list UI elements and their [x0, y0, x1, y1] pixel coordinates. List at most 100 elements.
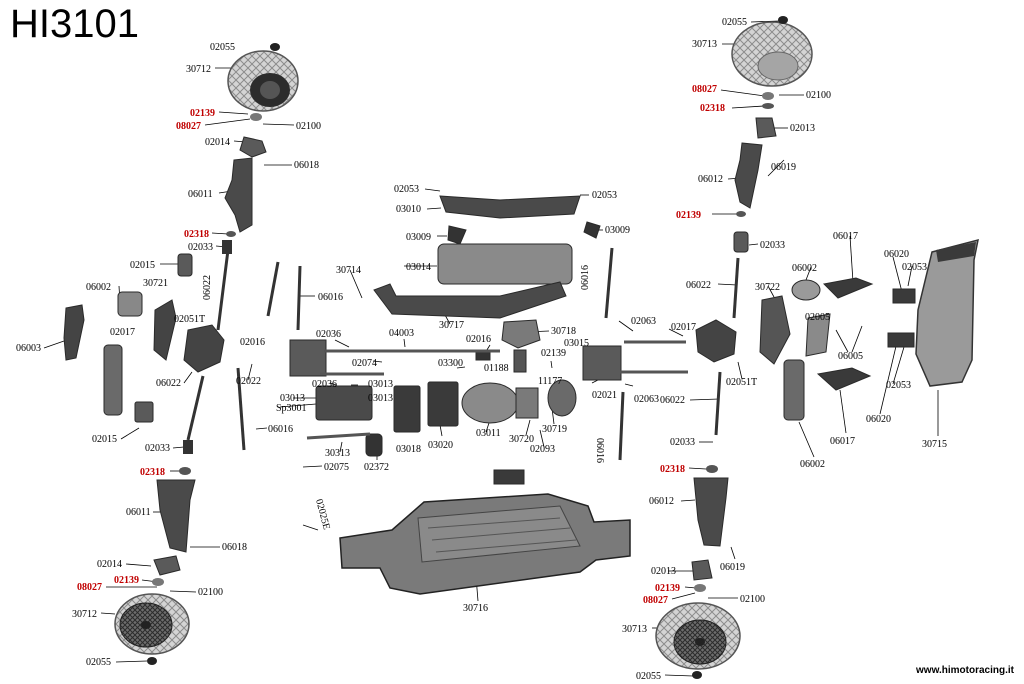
part-label: 02021 [592, 390, 617, 401]
part-label: 30717 [439, 320, 464, 331]
part-label: 02005 [805, 312, 830, 323]
left-drive-shafts [186, 249, 230, 441]
part-label: 06018 [294, 160, 319, 171]
part-label: 02015 [130, 260, 155, 271]
part-label: 06022 [156, 378, 181, 389]
part-label: 06022 [660, 395, 685, 406]
part-label: 06016 [268, 424, 293, 435]
part-label: 02139 [676, 210, 701, 221]
part-label: 02051T [174, 314, 205, 325]
part-label: 02033 [145, 443, 170, 454]
right-suspension [691, 117, 916, 581]
part-label: 30721 [143, 278, 168, 289]
part-label: 02055 [86, 657, 111, 668]
part-label: 02139 [655, 583, 680, 594]
part-label: 03018 [396, 444, 421, 455]
rear-wing-30715 [915, 238, 979, 387]
part-label: 02055 [636, 671, 661, 682]
model-title: HI3101 [10, 2, 139, 46]
part-label: 30712 [186, 64, 211, 75]
part-label: 03300 [438, 358, 463, 369]
part-label: 03010 [396, 204, 421, 215]
left-suspension [63, 136, 267, 576]
part-label: 06017 [833, 231, 858, 242]
part-label: 06002 [792, 263, 817, 274]
part-label: 02016 [240, 337, 265, 348]
wheel-bottom-right-30713 [655, 602, 741, 670]
part-label: 02017 [671, 322, 696, 333]
part-label: 02100 [806, 90, 831, 101]
part-labels: 02055 30712 02139 08027 02100 02014 0601… [16, 17, 947, 682]
leader-lines [43, 20, 939, 677]
part-label: 02015 [92, 434, 117, 445]
part-label: 06020 [884, 249, 909, 260]
part-label: 02053 [902, 262, 927, 273]
wheel-top-left-30712 [227, 50, 299, 112]
part-label: 30713 [622, 624, 647, 635]
part-label: 02022 [236, 376, 261, 387]
part-label: 06022 [686, 280, 711, 291]
part-label: 06005 [838, 351, 863, 362]
part-label: 06011 [126, 507, 151, 518]
part-label: 06016 [580, 265, 591, 290]
part-label: 06017 [830, 436, 855, 447]
part-label: 02014 [205, 137, 230, 148]
part-label: 08027 [643, 595, 668, 606]
part-label: 03020 [428, 440, 453, 451]
part-label: 06011 [188, 189, 213, 200]
part-label: 03009 [605, 225, 630, 236]
part-label: 02139 [190, 108, 215, 119]
part-label: 02036 [312, 379, 337, 390]
part-label: 02318 [660, 464, 685, 475]
part-label: 01188 [484, 363, 509, 374]
part-label: 02100 [740, 594, 765, 605]
wheel-nuts [147, 16, 788, 679]
part-label: 02100 [198, 587, 223, 598]
part-label: 06018 [222, 542, 247, 553]
part-label: Sp3001 [276, 403, 307, 414]
part-label: 08027 [692, 84, 717, 95]
part-label: 02139 [541, 348, 566, 359]
part-label: 02033 [670, 437, 695, 448]
center-shafts [306, 340, 688, 440]
part-label: 08027 [77, 582, 102, 593]
part-label: 30719 [542, 424, 567, 435]
part-label: 02055 [722, 17, 747, 28]
part-label: 30713 [692, 39, 717, 50]
part-label: 30718 [551, 326, 576, 337]
part-label: 03009 [406, 232, 431, 243]
part-label: 30722 [755, 282, 780, 293]
part-label: 02139 [114, 575, 139, 586]
part-label: 30715 [922, 439, 947, 450]
part-label: 30716 [463, 603, 488, 614]
chassis-30716 [339, 493, 631, 595]
part-label: 02014 [97, 559, 122, 570]
part-label: 06016 [594, 438, 605, 463]
part-label: 06012 [649, 496, 674, 507]
center-parts [289, 195, 622, 485]
left-shaft-joints [183, 240, 232, 454]
part-label: 06016 [318, 292, 343, 303]
part-label: 03011 [476, 428, 501, 439]
part-label: 06020 [866, 414, 891, 425]
part-label: 02318 [700, 103, 725, 114]
part-label: 02055 [210, 42, 235, 53]
part-label: 02013 [651, 566, 676, 577]
part-label: 02033 [188, 242, 213, 253]
part-label: 02036 [316, 329, 341, 340]
part-label: 02075 [324, 462, 349, 473]
wheel-bottom-left-30712 [114, 593, 190, 655]
part-label: 06012 [698, 174, 723, 185]
part-label: 02033 [760, 240, 785, 251]
part-label: 30720 [509, 434, 534, 445]
part-label: 02318 [140, 467, 165, 478]
part-label: 02025E [313, 498, 332, 531]
part-label: 02016 [466, 334, 491, 345]
website-url: www.himotoracing.it [916, 665, 1014, 676]
part-label: 06019 [771, 162, 796, 173]
part-label: 02318 [184, 229, 209, 240]
part-label: 02372 [364, 462, 389, 473]
part-label: 06002 [800, 459, 825, 470]
